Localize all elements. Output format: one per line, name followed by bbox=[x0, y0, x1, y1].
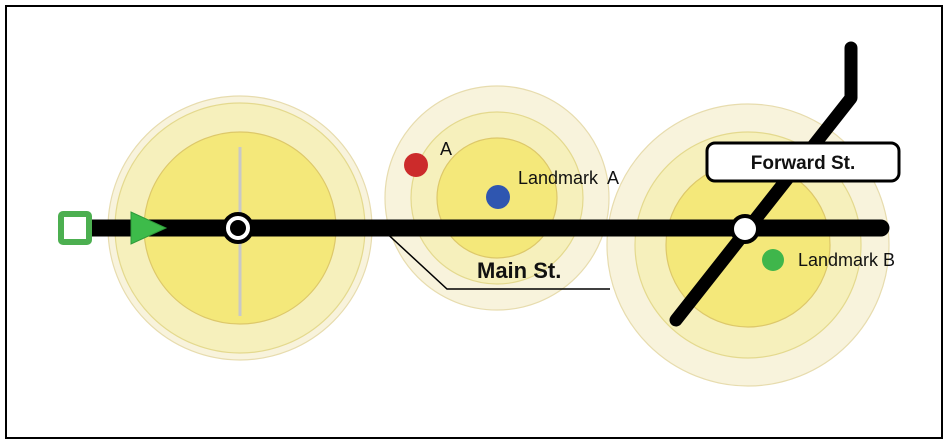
landmark-a-label: Landmark A bbox=[518, 168, 619, 188]
point-a-label: A bbox=[440, 139, 452, 159]
station-junction bbox=[730, 214, 760, 244]
main-street-callout-line bbox=[380, 227, 610, 290]
start-marker bbox=[58, 211, 92, 245]
forward-street-label: Forward St. bbox=[751, 153, 856, 174]
landmark-a-dot bbox=[486, 185, 510, 209]
forward-street-route bbox=[669, 41, 858, 327]
station-left-dot bbox=[230, 220, 246, 236]
forward-street-sign bbox=[705, 141, 901, 183]
main-street-label: Main St. bbox=[477, 258, 561, 283]
direction-arrow-icon bbox=[130, 211, 168, 245]
landmark-b-dot bbox=[762, 249, 784, 271]
point-a-dot bbox=[404, 153, 428, 177]
landmark-b-label: Landmark B bbox=[798, 250, 895, 270]
